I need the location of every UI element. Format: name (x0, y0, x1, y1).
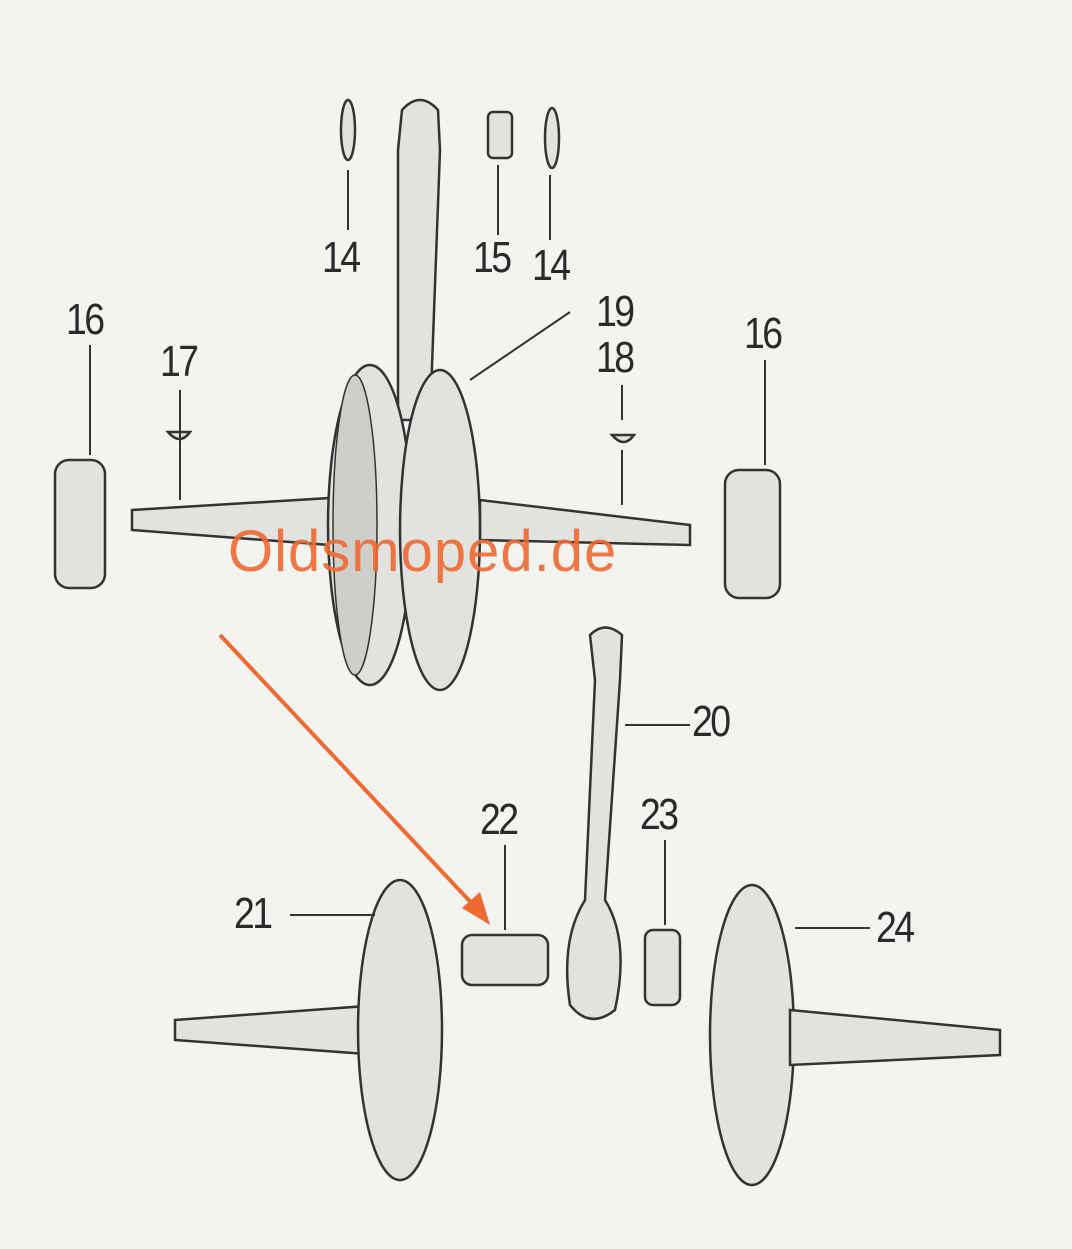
part-label-22: 22 (480, 795, 519, 844)
part-label-14: 14 (322, 233, 361, 282)
part-label-17: 17 (160, 337, 199, 386)
part-label-21: 21 (234, 889, 273, 938)
half-crankshaft-24 (708, 883, 796, 1187)
connecting-rod-20 (565, 626, 624, 1020)
washer-14-left (339, 98, 357, 162)
main-bearing-16-right (723, 468, 782, 600)
needle-bearing-15 (486, 110, 514, 160)
flywheel-right (398, 368, 482, 692)
half-crankshaft-21 (173, 1003, 382, 1057)
part-label-14: 14 (532, 241, 571, 290)
part-label-16: 16 (66, 295, 105, 344)
part-label-15: 15 (473, 233, 512, 282)
washer-14-right (543, 106, 561, 170)
crank-pin-22 (460, 933, 550, 987)
woodruff-key-18 (609, 433, 637, 444)
part-label-16: 16 (744, 309, 783, 358)
watermark: Oldsmoped.de (228, 519, 618, 584)
part-label-23: 23 (640, 790, 679, 839)
part-label-19: 19 (596, 287, 635, 336)
needle-bearing-23 (643, 928, 682, 1007)
part-label-18: 18 (596, 333, 635, 382)
main-bearing-16-left (53, 458, 107, 590)
part-label-20: 20 (692, 697, 731, 746)
highlight-arrow (218, 633, 490, 925)
part-label-24: 24 (876, 903, 915, 952)
